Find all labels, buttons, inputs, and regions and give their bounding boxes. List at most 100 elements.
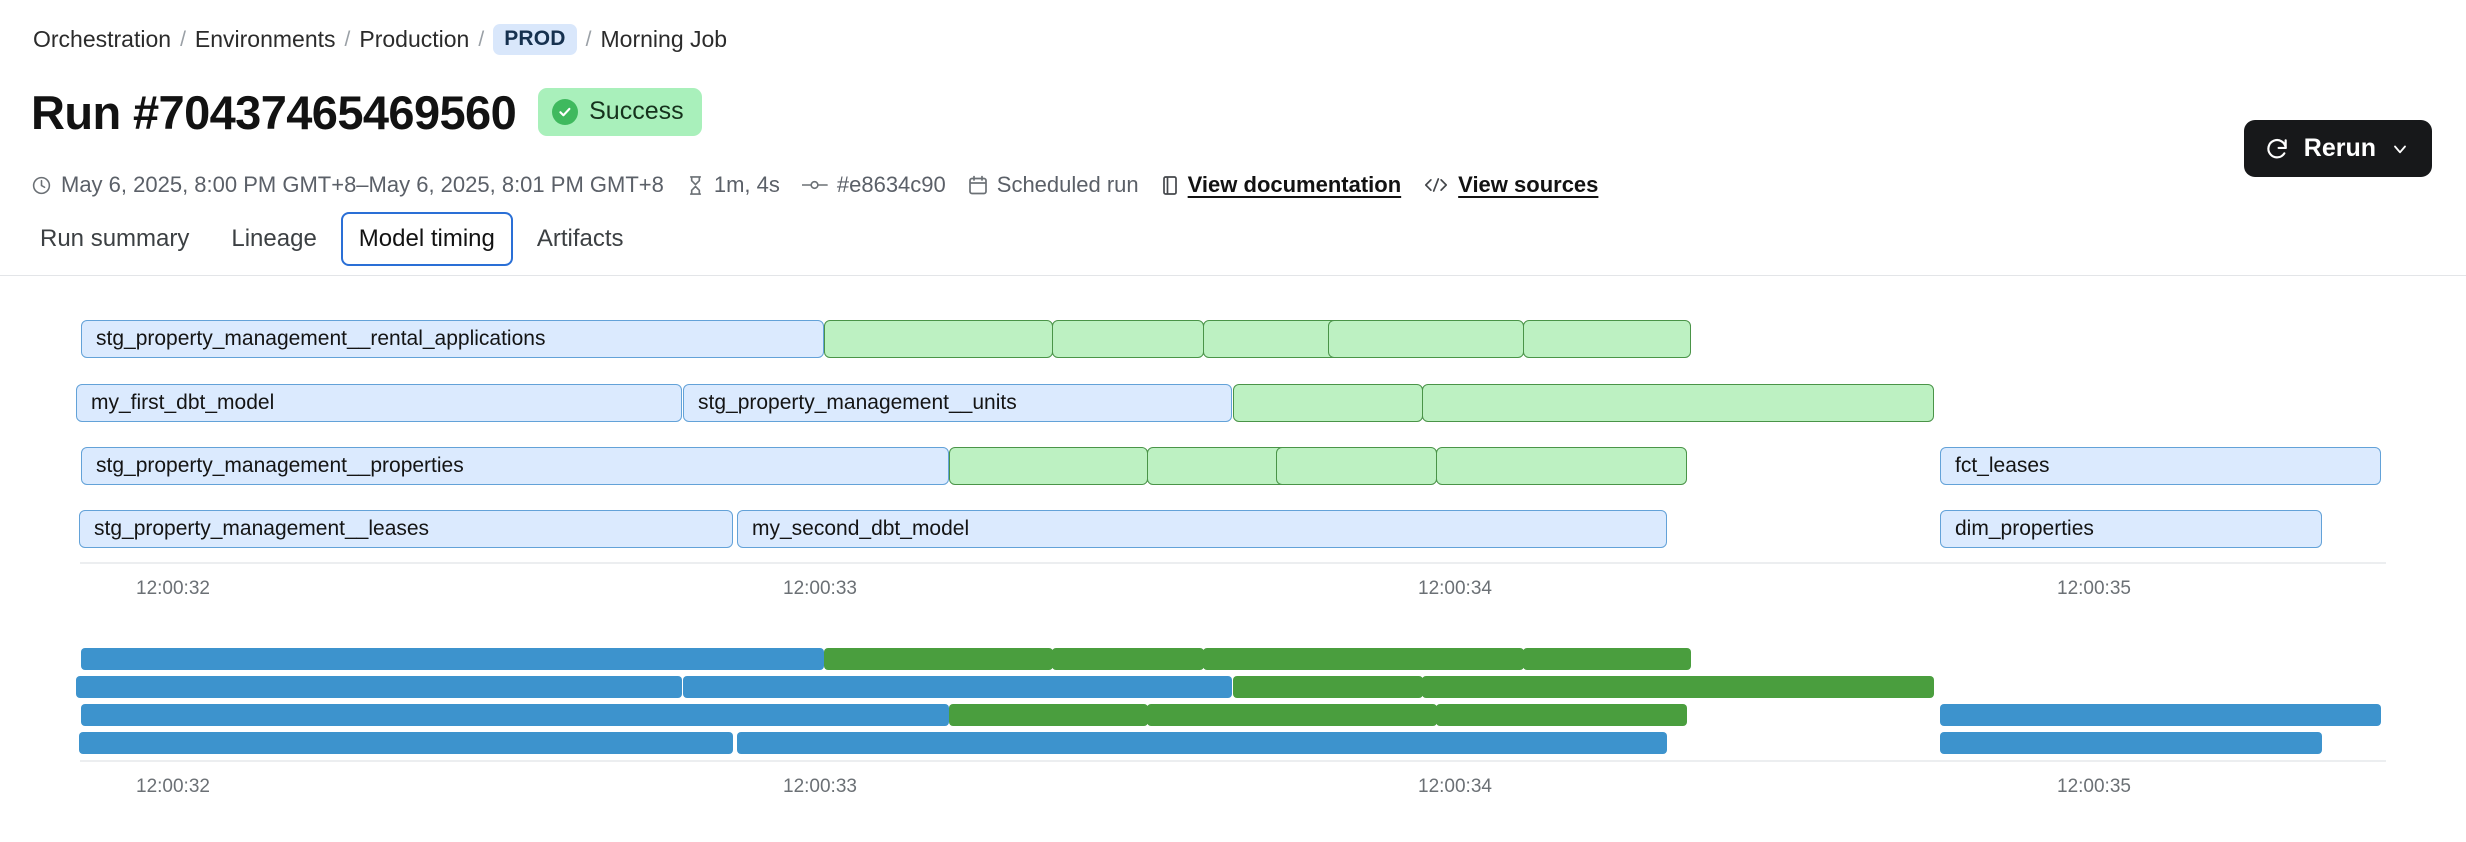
gantt-bar-stg_property_management__rental_applications[interactable]: stg_property_management__rental_applicat… <box>81 320 824 358</box>
tab-lineage[interactable]: Lineage <box>231 225 317 252</box>
gantt-bar-label: stg_property_management__rental_applicat… <box>96 327 546 350</box>
check-circle-icon <box>552 98 579 125</box>
tab-bar: Run summary Lineage Model timing Artifacts <box>22 212 642 266</box>
tab-artifacts[interactable]: Artifacts <box>536 225 624 252</box>
axis-tick-label: 12:00:32 <box>136 776 210 797</box>
overview-bar-test[interactable] <box>1276 704 1437 726</box>
gantt-row: stg_property_management__rental_applicat… <box>0 320 2466 358</box>
overview-bar-model[interactable] <box>81 704 949 726</box>
breadcrumb-separator: / <box>585 27 592 51</box>
overview-bar-test[interactable] <box>1203 648 1355 670</box>
overview-axis-ticks: 12:00:32 12:00:33 12:00:34 12:00:35 <box>0 776 2466 798</box>
gantt-axis-line <box>80 562 2386 564</box>
overview-bar-test[interactable] <box>1233 676 1423 698</box>
tab-bar-divider <box>0 275 2466 276</box>
breadcrumb-item-morning-job[interactable]: Morning Job <box>600 26 728 52</box>
overview-bar-test[interactable] <box>1328 648 1524 670</box>
overview-bar-model[interactable] <box>683 676 1232 698</box>
overview-bar-model[interactable] <box>1940 732 2322 754</box>
meta-time-range-text: May 6, 2025, 8:00 PM GMT+8–May 6, 2025, … <box>61 172 664 197</box>
overview-bar-test[interactable] <box>824 648 1053 670</box>
meta-duration: 1m, 4s <box>686 172 780 198</box>
model-timing-overview[interactable]: 12:00:32 12:00:33 12:00:34 12:00:35 <box>0 648 2466 797</box>
gantt-bar-label: stg_property_management__units <box>698 391 1017 414</box>
gantt-row: stg_property_management__leases my_second… <box>0 510 2466 548</box>
overview-bar-model[interactable] <box>81 648 824 670</box>
gantt-bar-label: my_second_dbt_model <box>752 517 970 540</box>
gantt-bar-label: dim_properties <box>1955 517 2094 540</box>
view-sources-link[interactable]: View sources <box>1458 172 1599 197</box>
gantt-bar-test[interactable] <box>1233 384 1423 422</box>
overview-bar-model[interactable] <box>1940 704 2381 726</box>
gantt-bar-test[interactable] <box>949 447 1148 485</box>
gantt-bar-my_first_dbt_model[interactable]: my_first_dbt_model <box>76 384 682 422</box>
overview-bar-model[interactable] <box>737 732 1667 754</box>
axis-tick-label: 12:00:35 <box>2057 776 2131 797</box>
gantt-row: stg_property_management__properties fct_l… <box>0 447 2466 485</box>
meta-trigger: Scheduled run <box>968 172 1139 198</box>
meta-time-range: May 6, 2025, 8:00 PM GMT+8–May 6, 2025, … <box>31 172 664 198</box>
overview-row <box>0 732 2466 754</box>
title-row: Run #70437465469560 Success <box>31 88 702 136</box>
breadcrumb-separator: / <box>344 27 351 51</box>
overview-bar-model[interactable] <box>76 676 682 698</box>
axis-tick-label: 12:00:33 <box>783 578 857 599</box>
run-meta-row: May 6, 2025, 8:00 PM GMT+8–May 6, 2025, … <box>31 172 1598 198</box>
breadcrumb-separator: / <box>478 27 485 51</box>
page-title: Run #70437465469560 <box>31 85 517 139</box>
axis-tick-label: 12:00:34 <box>1418 578 1492 599</box>
overview-bar-test[interactable] <box>1052 648 1204 670</box>
meta-duration-text: 1m, 4s <box>713 172 780 197</box>
gantt-bar-fct_leases[interactable]: fct_leases <box>1940 447 2381 485</box>
breadcrumb-separator: / <box>180 27 186 51</box>
refresh-icon <box>2264 136 2290 162</box>
git-commit-icon <box>801 176 828 194</box>
breadcrumb-item-production[interactable]: Production <box>359 26 470 52</box>
clock-icon <box>31 175 52 196</box>
overview-row <box>0 648 2466 670</box>
breadcrumb: Orchestration / Environments / Production / PR… <box>33 24 727 55</box>
chevron-down-icon[interactable] <box>2390 139 2410 159</box>
tab-run-summary[interactable]: Run summary <box>40 225 190 252</box>
breadcrumb-item-environments[interactable]: Environments <box>194 26 336 52</box>
axis-tick-label: 12:00:34 <box>1418 776 1492 797</box>
axis-tick-label: 12:00:33 <box>783 776 857 797</box>
view-documentation-link[interactable]: View documentation <box>1187 172 1402 197</box>
overview-bar-test[interactable] <box>949 704 1148 726</box>
meta-trigger-text: Scheduled run <box>996 172 1139 197</box>
gantt-bar-my_second_dbt_model[interactable]: my_second_dbt_model <box>737 510 1667 548</box>
meta-sources[interactable]: View sources <box>1423 172 1598 198</box>
gantt-bar-stg_property_management__properties[interactable]: stg_property_management__properties <box>81 447 949 485</box>
gantt-bar-test[interactable] <box>1276 447 1437 485</box>
status-label: Success <box>589 97 684 125</box>
gantt-bar-test[interactable] <box>824 320 1053 358</box>
gantt-bar-stg_property_management__leases[interactable]: stg_property_management__leases <box>79 510 733 548</box>
gantt-bar-stg_property_management__units[interactable]: stg_property_management__units <box>683 384 1232 422</box>
gantt-bar-dim_properties[interactable]: dim_properties <box>1940 510 2322 548</box>
overview-bar-test[interactable] <box>1436 704 1687 726</box>
overview-bar-test[interactable] <box>1523 648 1691 670</box>
rerun-button[interactable]: Rerun <box>2243 120 2432 177</box>
gantt-bar-test[interactable] <box>1052 320 1204 358</box>
gantt-bar-test[interactable] <box>1436 447 1687 485</box>
overview-row <box>0 704 2466 726</box>
meta-documentation[interactable]: View documentation <box>1161 172 1402 198</box>
overview-axis-line <box>80 760 2386 762</box>
tab-model-timing[interactable]: Model timing <box>340 212 513 266</box>
overview-row <box>0 676 2466 698</box>
meta-commit: #e8634c90 <box>801 172 946 198</box>
gantt-bar-test[interactable] <box>1147 447 1289 485</box>
breadcrumb-item-orchestration[interactable]: Orchestration <box>33 26 172 52</box>
gantt-bar-label: my_first_dbt_model <box>91 391 275 414</box>
gantt-bar-test[interactable] <box>1328 320 1524 358</box>
overview-bar-test[interactable] <box>1422 676 1934 698</box>
rerun-label: Rerun <box>2303 134 2376 162</box>
overview-bar-test[interactable] <box>1147 704 1289 726</box>
code-icon <box>1423 176 1449 194</box>
gantt-bar-test[interactable] <box>1523 320 1691 358</box>
gantt-bar-label: fct_leases <box>1955 454 2050 477</box>
breadcrumb-item-prod[interactable]: PROD <box>493 24 577 55</box>
gantt-bar-test[interactable] <box>1422 384 1934 422</box>
book-icon <box>1161 175 1179 196</box>
overview-bar-model[interactable] <box>79 732 733 754</box>
